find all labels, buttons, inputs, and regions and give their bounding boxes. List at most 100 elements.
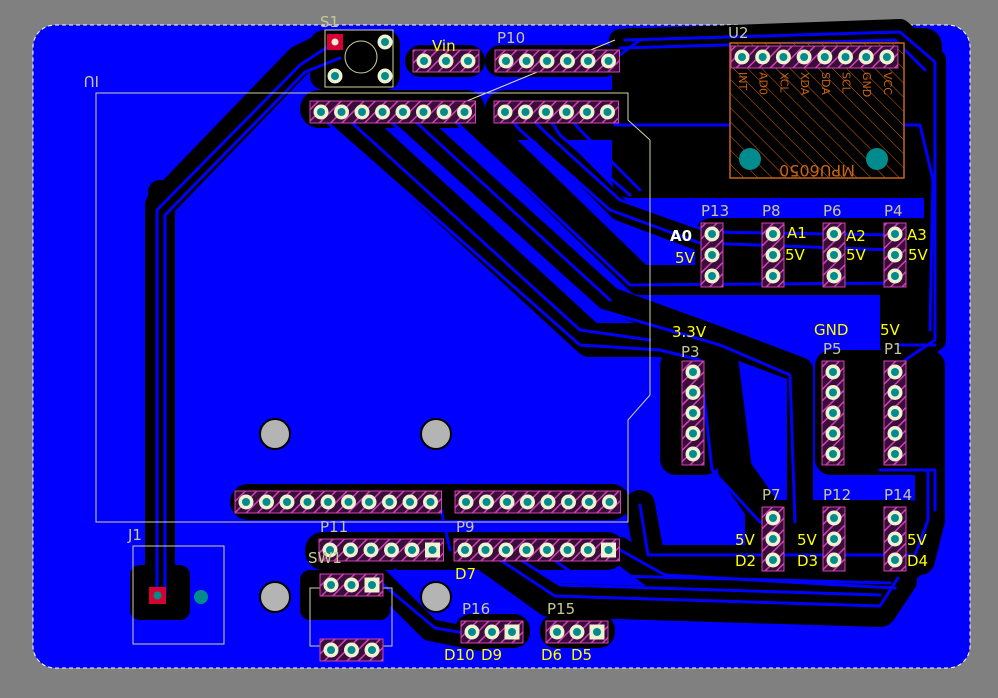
pad-hole [387,546,396,554]
p15-header [545,620,609,644]
pad-hole [331,38,339,46]
u2-pin-label: SDA [819,72,832,95]
pad-hole [820,53,829,61]
designator-p12: P12 [823,486,851,504]
label-vin: Vin [432,37,456,55]
label-3v3: 3.3V [672,323,707,341]
pad-hole [358,108,366,116]
pad-hole [891,429,899,438]
pad-hole [262,498,271,506]
label-a2: A2 [846,227,866,245]
pad-hole [882,53,891,61]
p13-header [700,222,724,288]
label-d7: D7 [455,565,476,583]
pad-hole [585,498,593,506]
pad-hole [462,498,470,506]
p6-header [822,222,846,288]
j1-outline [132,545,225,645]
pad-hole [543,546,551,554]
pad-hole [800,53,809,61]
designator-p5: P5 [823,340,842,358]
p5-header [821,360,845,466]
pad-hole [461,546,469,554]
pad-hole [891,556,899,564]
label-d2: D2 [735,552,756,570]
pad-hole [564,498,573,506]
designator-p16: P16 [462,600,490,618]
pad-hole [708,272,716,280]
pad-hole [891,514,899,522]
pad-hole [604,57,613,65]
designator-p8: P8 [762,202,781,220]
pad-hole [442,57,450,65]
designator-p10: P10 [497,29,525,47]
p8-header [761,222,785,288]
designator-p15: P15 [547,600,575,618]
pad-hole [399,108,407,116]
pad-hole [891,450,899,458]
label-d4: D4 [907,552,928,570]
p14-header [883,506,907,572]
pad-hole [891,388,899,397]
pad-hole [584,546,592,554]
pad-hole [769,514,777,522]
pad-hole [381,72,389,80]
pad-hole [689,388,697,397]
pad-hole [769,535,777,543]
pad-hole [891,368,899,376]
pad-hole [378,108,387,116]
pad-hole [488,628,496,636]
pad-hole [523,498,532,506]
pad-hole [689,409,697,417]
pad-hole [563,57,572,65]
pad-hole [419,108,428,116]
label-5v-p6: 5V [846,246,867,264]
pad-hole [464,57,472,65]
label-a0: A0 [670,227,692,245]
pad-hole [337,108,346,116]
mount-hole [259,581,291,613]
pad-hole [779,53,788,61]
label-d5: D5 [571,646,592,664]
label-gnd: GND [814,321,848,339]
mounting-holes [259,418,452,613]
pad-hole [891,535,899,543]
u2-header-header [730,45,899,69]
arduino-bottom-left-header [234,490,442,514]
sw1-bottom-header [319,638,384,662]
pad-hole [481,546,490,554]
p9-header [453,538,620,562]
pad-hole [841,53,850,61]
pad-hole [738,53,746,61]
pad-hole [604,546,613,554]
p11-header [318,538,444,562]
label-a3: A3 [907,226,927,244]
p10-top-header [494,49,620,73]
vin-header-header [412,49,480,73]
header-outline [454,490,621,514]
pad-hole [502,57,510,65]
designator-p11: P11 [320,518,348,536]
s1-outline [324,29,394,88]
pad-hole [283,498,291,506]
j1-pad [194,590,208,604]
pad-hole [862,53,871,61]
u2-pin-label: GND [860,72,873,97]
pad-hole [708,230,716,238]
pad-hole [381,38,389,46]
p16-header [460,620,524,644]
designator-p13: P13 [701,202,729,220]
p3-header [681,360,705,466]
pad-hole [573,628,581,636]
pad-hole [583,108,591,116]
u2-pin-label: XDA [798,72,811,96]
u2-pin-label: AD0 [757,72,770,95]
label-d3: D3 [797,552,818,570]
pad-hole [365,498,373,506]
pad-hole [689,429,697,438]
copper-traces [155,30,937,636]
pad-hole [562,108,571,116]
pad-hole [544,498,552,506]
